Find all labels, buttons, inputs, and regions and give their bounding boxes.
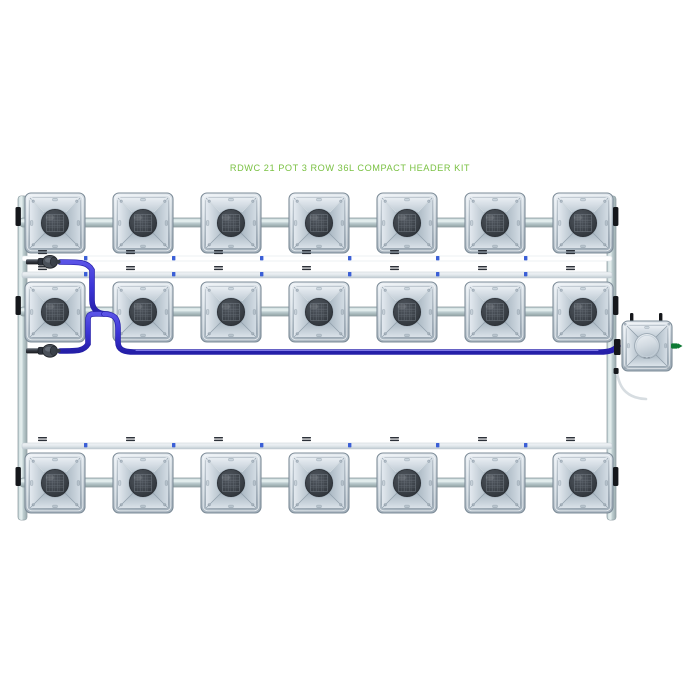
drain-tube-clamp [613, 368, 619, 374]
pot-module[interactable] [377, 453, 437, 513]
pot-module[interactable] [553, 282, 613, 342]
pot-module[interactable] [553, 453, 613, 513]
header-rail-row-top-lower [21, 255, 613, 262]
pot-module[interactable] [113, 193, 173, 253]
page-title: RDWC 21 POT 3 ROW 36L COMPACT HEADER KIT [229, 163, 471, 173]
header-rail-row-bottom [21, 442, 613, 450]
pot-module[interactable] [289, 282, 349, 342]
connector-dots [84, 256, 528, 448]
tube-controller-connector [614, 339, 621, 355]
row-header-rails [21, 255, 613, 450]
outlet-nozzle-icon [671, 343, 683, 349]
pot-module[interactable] [465, 282, 525, 342]
pot-row-middle [25, 282, 613, 342]
drain-tube [615, 370, 648, 401]
pot-module[interactable] [377, 282, 437, 342]
pot-module[interactable] [289, 193, 349, 253]
header-rail-row-middle [21, 271, 613, 279]
pot-module[interactable] [201, 193, 261, 253]
vent-marks-row-bottom [38, 437, 575, 442]
header-control-module[interactable] [621, 313, 683, 372]
pot-module[interactable] [25, 453, 85, 513]
pot-module[interactable] [377, 193, 437, 253]
pot-row-top [25, 193, 613, 253]
vent-marks-row-middle [38, 266, 575, 271]
pot-module[interactable] [25, 282, 85, 342]
pot-row-bottom [25, 453, 613, 513]
controller-lid-marks [643, 357, 650, 359]
pot-module[interactable] [553, 193, 613, 253]
pot-module[interactable] [113, 282, 173, 342]
pot-module[interactable] [25, 193, 85, 253]
pot-module[interactable] [201, 453, 261, 513]
manifold-clamps [15, 207, 619, 486]
pot-module[interactable] [289, 453, 349, 513]
pot-module[interactable] [113, 453, 173, 513]
pot-module[interactable] [465, 453, 525, 513]
pot-module[interactable] [465, 193, 525, 253]
blue-feed-tubing [57, 259, 621, 355]
inline-valve-fitting-lower[interactable] [25, 343, 61, 358]
pot-module[interactable] [201, 282, 261, 342]
